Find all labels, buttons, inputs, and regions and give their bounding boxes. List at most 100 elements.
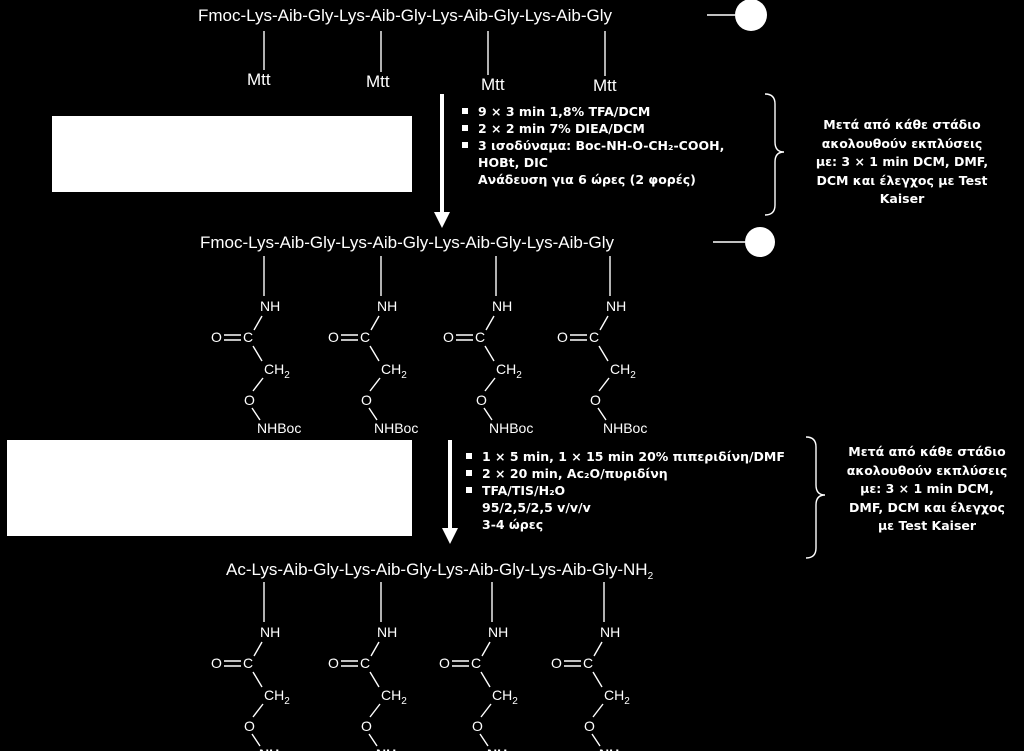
side-chain-bond xyxy=(485,315,495,331)
step2-white-box xyxy=(7,440,412,536)
carbon-label: C xyxy=(589,329,599,345)
step2-arrow xyxy=(442,440,458,544)
side-chain-bond xyxy=(253,315,263,331)
side-chain-bond xyxy=(479,733,489,747)
step1-arrow xyxy=(434,94,450,228)
nh-label: NH xyxy=(600,624,620,640)
side-chain-bond xyxy=(252,345,263,362)
mtt-label: Mtt xyxy=(247,70,271,89)
side-chain-bond xyxy=(251,733,261,747)
step2-condition-continuation: 95/2,5/2,5 v/v/v xyxy=(482,500,591,515)
nh2-label: NH2 xyxy=(599,746,625,751)
carbon-label: C xyxy=(360,655,370,671)
side-chain-bond xyxy=(597,407,607,421)
step1-white-box xyxy=(52,116,412,192)
carbonyl-oxygen-label: O xyxy=(439,655,450,671)
nh-label: NH xyxy=(492,298,512,314)
middle-resin-bead xyxy=(745,227,775,257)
side-chain-bond xyxy=(592,671,603,688)
side-chain-bond xyxy=(252,671,263,688)
side-chain-bond xyxy=(370,641,380,657)
note-line: με Test Kaiser xyxy=(877,518,977,533)
side-chain-bond xyxy=(483,407,493,421)
ch2-label: CH2 xyxy=(496,361,522,381)
ch2-label: CH2 xyxy=(381,361,407,381)
side-chain-bond xyxy=(368,733,378,747)
carbonyl-oxygen-label: O xyxy=(557,329,568,345)
mtt-side-chains: Mtt Mtt Mtt Mtt xyxy=(247,31,617,95)
carbon-label: C xyxy=(471,655,481,671)
top-resin-bead xyxy=(735,0,767,31)
step2-condition: TFA/TIS/H₂O xyxy=(464,482,785,499)
carbon-label: C xyxy=(475,329,485,345)
side-chain-bond xyxy=(591,733,601,747)
mtt-label: Mtt xyxy=(593,76,617,95)
note-line: Μετά από κάθε στάδιο xyxy=(848,444,1006,459)
side-chain-bond xyxy=(480,703,492,718)
ether-oxygen-label: O xyxy=(590,392,601,408)
carbon-label: C xyxy=(243,655,253,671)
bottom-peptide-sequence: Ac-Lys-Aib-Gly-Lys-Aib-Gly-Lys-Aib-Gly-L… xyxy=(226,560,654,582)
ch2-label: CH2 xyxy=(604,687,630,707)
ether-oxygen-label: O xyxy=(361,392,372,408)
note-line: ακολουθούν εκπλύσεις xyxy=(846,462,1008,478)
nh-label: NH xyxy=(377,624,397,640)
carbon-label: C xyxy=(243,329,253,345)
side-chain-bond xyxy=(592,703,604,718)
side-chain-bond xyxy=(252,703,264,718)
ether-oxygen-label: O xyxy=(584,718,595,734)
nhboc-label: NHBoc xyxy=(374,420,418,436)
side-chain-bond xyxy=(481,641,491,657)
carbonyl-oxygen-label: O xyxy=(211,329,222,345)
nh-label: NH xyxy=(606,298,626,314)
side-chain-bond xyxy=(369,377,381,392)
carbonyl-oxygen-label: O xyxy=(551,655,562,671)
side-chain-bond xyxy=(484,345,495,362)
ch2-label: CH2 xyxy=(264,687,290,707)
top-peptide-sequence: Fmoc-Lys-Aib-Gly-Lys-Aib-Gly-Lys-Aib-Gly… xyxy=(198,6,613,25)
nh-label: NH xyxy=(377,298,397,314)
mtt-label: Mtt xyxy=(481,75,505,94)
note-line: με: 3 × 1 min DCM, DMF, xyxy=(815,154,989,169)
note-line: με: 3 × 1 min DCM, xyxy=(860,481,994,496)
nh2-label: NH2 xyxy=(487,746,513,751)
step2-condition-continuation: 3-4 ώρες xyxy=(482,517,544,532)
step2-condition: 1 × 5 min, 1 × 15 min 20% πιπεριδίνη/DMF xyxy=(464,448,785,465)
ch2-label: CH2 xyxy=(264,361,290,381)
ether-oxygen-label: O xyxy=(361,718,372,734)
side-chain-bond xyxy=(484,377,496,392)
note-line: DMF, DCM και έλεγχος xyxy=(849,499,1005,515)
carbon-label: C xyxy=(360,329,370,345)
step2-condition: 2 × 20 min, Ac₂O/πυριδίνη xyxy=(464,465,785,482)
ch2-label: CH2 xyxy=(381,687,407,707)
mtt-label: Mtt xyxy=(366,72,390,91)
side-chain-bond xyxy=(598,345,609,362)
side-chain-bond xyxy=(599,315,609,331)
carbonyl-oxygen-label: O xyxy=(443,329,454,345)
nhboc-label: NHBoc xyxy=(489,420,533,436)
nh2-label: NH2 xyxy=(259,746,285,751)
note-line: Kaiser xyxy=(879,191,925,206)
nhboc-label: NHBoc xyxy=(257,420,301,436)
side-chain-bond xyxy=(368,407,378,421)
middle-peptide-sequence: Fmoc-Lys-Aib-Gly-Lys-Aib-Gly-Lys-Aib-Gly… xyxy=(200,233,615,252)
step1-brace xyxy=(764,93,785,216)
side-chain-bond xyxy=(251,407,261,421)
step1-condition: 9 × 3 min 1,8% TFA/DCM xyxy=(460,103,724,120)
step1-condition: 2 × 2 min 7% DIEA/DCM xyxy=(460,120,724,137)
nh-label: NH xyxy=(260,298,280,314)
step1-condition-continuation: Ανάδευση για 6 ώρες (2 φορές) xyxy=(478,172,696,187)
note-line: Μετά από κάθε στάδιο xyxy=(823,117,981,132)
carbon-label: C xyxy=(583,655,593,671)
side-chain-bond xyxy=(480,671,491,688)
side-chain-bond xyxy=(369,671,380,688)
step1-conditions: 9 × 3 min 1,8% TFA/DCM 2 × 2 min 7% DIEA… xyxy=(460,103,724,188)
nh-label: NH xyxy=(260,624,280,640)
carbonyl-oxygen-label: O xyxy=(211,655,222,671)
step2-conditions: 1 × 5 min, 1 × 15 min 20% πιπεριδίνη/DMF… xyxy=(464,448,785,533)
ch2-label: CH2 xyxy=(492,687,518,707)
carbonyl-oxygen-label: O xyxy=(328,329,339,345)
step1-condition: 3 ισοδύναμα: Boc-NH-O-CH₂-COOH, xyxy=(460,137,724,154)
